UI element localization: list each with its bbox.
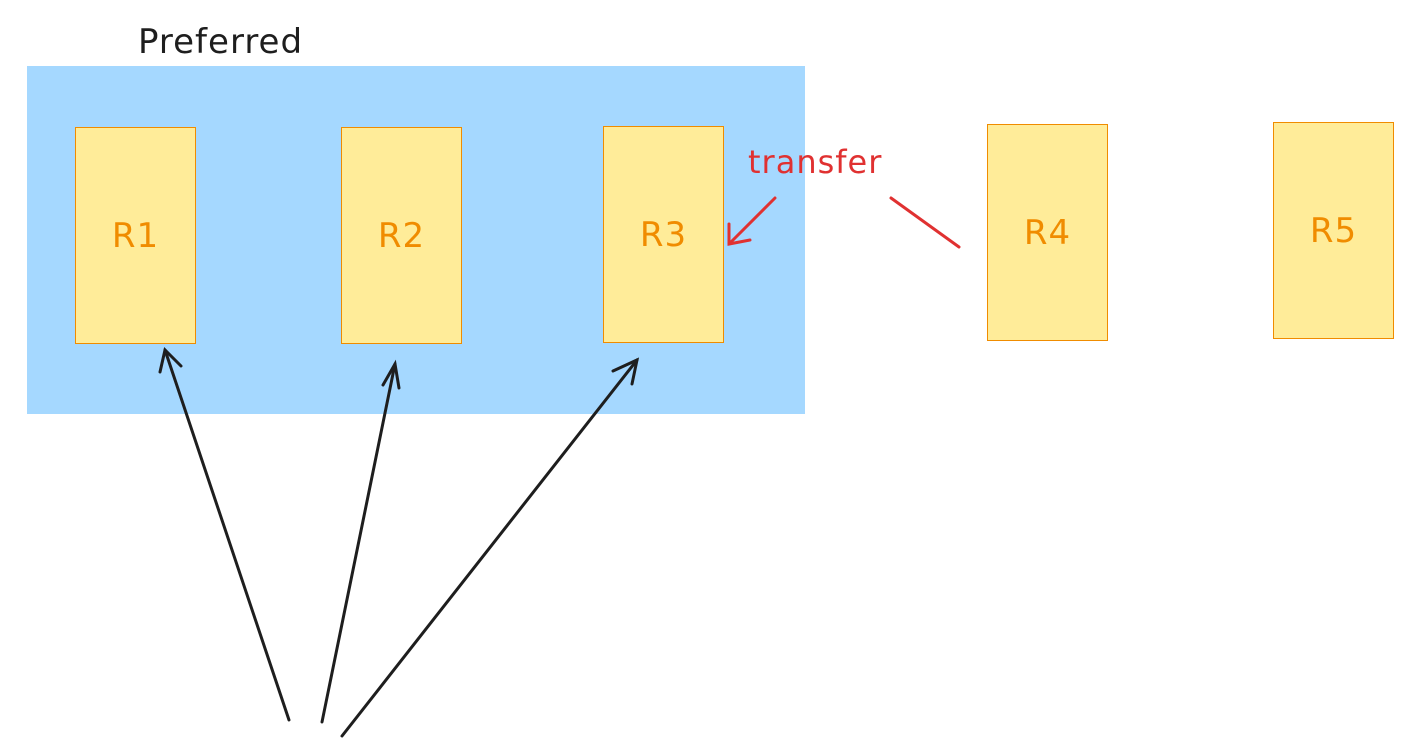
replica-r2-node: R2 <box>341 127 462 344</box>
replica-r1-label: R1 <box>111 215 160 256</box>
transfer-arrow-tail <box>889 196 961 249</box>
routing-arrow-r2 <box>320 359 401 724</box>
replica-r3-node: R3 <box>603 126 724 343</box>
transfer-arrow-shaft <box>727 196 777 246</box>
replica-r2-label: R2 <box>377 215 426 256</box>
replica-r3-label: R3 <box>639 214 688 255</box>
transfer-arrow <box>727 196 961 249</box>
transfer-arrow-head <box>727 222 752 246</box>
preferred-group-label: Preferred <box>138 22 304 62</box>
routing-arrow-r3 <box>340 357 640 738</box>
replica-r1-node: R1 <box>75 127 196 344</box>
routing-arrow-r1 <box>158 347 291 722</box>
replica-r4-label: R4 <box>1023 212 1072 253</box>
transfer-label: transfer <box>748 143 883 181</box>
replica-r4-node: R4 <box>987 124 1108 341</box>
replica-r5-label: R5 <box>1309 210 1358 251</box>
replica-r5-node: R5 <box>1273 122 1394 339</box>
